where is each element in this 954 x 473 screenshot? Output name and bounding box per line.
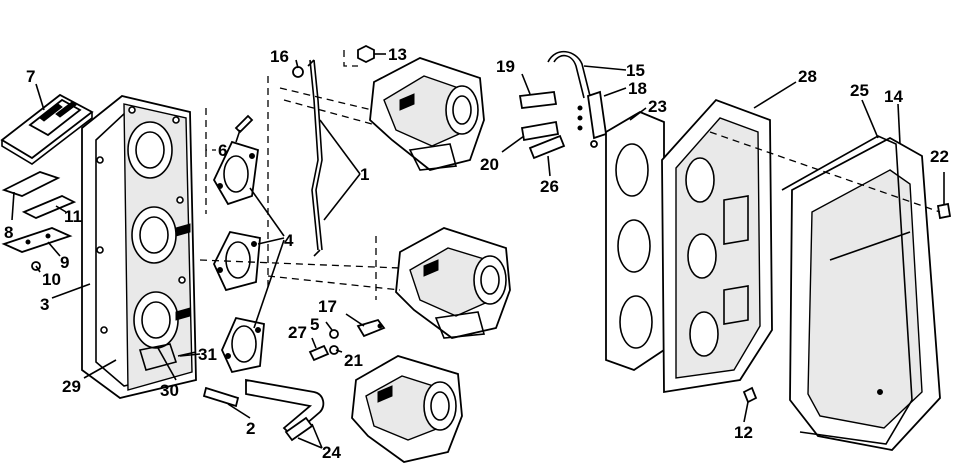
hose-19 (518, 91, 558, 109)
carburetor-middle (395, 227, 511, 339)
fuel-line-15 (547, 50, 591, 99)
callout-7: 7 (26, 67, 35, 86)
callout-4: 4 (284, 231, 294, 250)
silencer-base-28 (661, 98, 773, 394)
callout-24: 24 (322, 443, 341, 462)
hose-26 (528, 134, 566, 160)
clip-16 (292, 66, 304, 78)
screw-27 (308, 344, 330, 362)
callout-2: 2 (246, 419, 255, 438)
gasket-4-top (212, 140, 259, 206)
leader-lines (11, 53, 901, 449)
callout-13: 13 (388, 45, 407, 64)
washer-5 (329, 329, 339, 339)
callout-21: 21 (344, 351, 363, 370)
callout-8: 8 (4, 223, 13, 242)
gasket-25 (781, 135, 913, 445)
carburetor-bottom (351, 355, 463, 463)
screw-22 (936, 172, 952, 220)
callout-5: 5 (310, 315, 319, 334)
callout-6: 6 (218, 141, 227, 160)
reed-plate-7 (0, 93, 94, 165)
reed-stop-9 (1, 227, 73, 253)
screw-12 (742, 386, 758, 404)
intake-manifold-3 (81, 95, 197, 399)
callout-11: 11 (64, 207, 82, 226)
dash-left-top (205, 108, 216, 151)
callout-14: 14 (884, 87, 903, 106)
callout-15: 15 (626, 61, 645, 80)
dash-carb-mid (199, 259, 401, 269)
gasket-4-bottom (221, 316, 265, 374)
callout-30: 30 (160, 381, 179, 400)
callout-12: 12 (734, 423, 753, 442)
dash-nut-13 (343, 50, 358, 67)
carburetor-top (369, 57, 485, 171)
gasket-23 (605, 110, 665, 371)
callout-29: 29 (62, 377, 81, 396)
link-17 (356, 318, 386, 338)
callout-22: 22 (930, 147, 949, 166)
reed-8 (1, 171, 61, 197)
callout-25: 25 (850, 81, 869, 100)
dash-carb-top-2 (283, 99, 373, 125)
dash-carb-top (279, 87, 373, 111)
dash-carb-mid-2 (267, 275, 401, 291)
callout-18: 18 (628, 79, 647, 98)
callout-17: 17 (318, 297, 337, 316)
callout-28: 28 (798, 67, 817, 86)
callout-23: 23 (648, 97, 667, 116)
hose-20 (520, 120, 560, 142)
hose-24 (245, 378, 325, 442)
filter-18 (577, 90, 607, 148)
dash-rear (709, 131, 941, 213)
callout-10: 10 (42, 270, 61, 289)
callout-27: 27 (288, 323, 307, 342)
screw-6 (234, 114, 254, 134)
callout-26: 26 (540, 177, 559, 196)
nut-13 (357, 44, 375, 64)
callout-16: 16 (270, 47, 289, 66)
silencer-cover-14 (789, 136, 941, 451)
callout-19: 19 (496, 57, 515, 76)
bolt-2 (202, 386, 240, 408)
callout-31: 31 (198, 345, 217, 364)
linkage-rod-1 (307, 59, 323, 257)
callout-9: 9 (60, 253, 69, 272)
callout-3: 3 (40, 295, 49, 314)
callout-1: 1 (360, 165, 369, 184)
reed-stop-11 (21, 195, 77, 219)
callout-20: 20 (480, 155, 499, 174)
